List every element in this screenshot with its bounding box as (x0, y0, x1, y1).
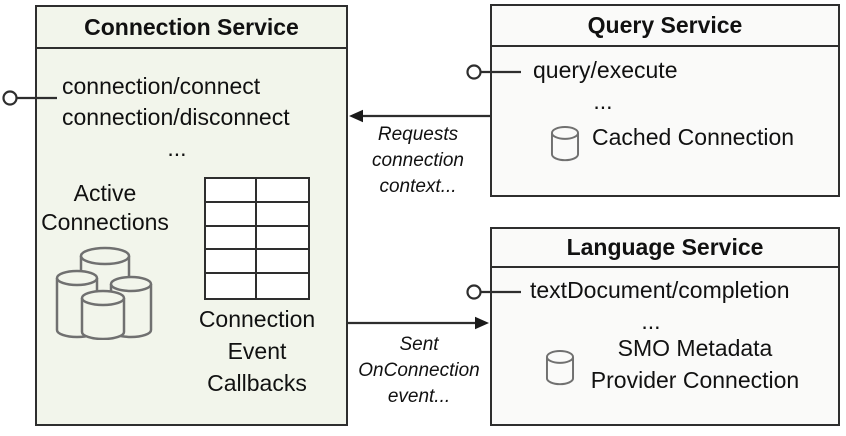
table-cell (257, 227, 308, 251)
query-service-methods: query/execute ... (533, 55, 678, 117)
methods-ellipsis: ... (641, 308, 661, 334)
connection-service-methods: connection/connect connection/disconnect… (62, 71, 292, 164)
table-cell (206, 250, 257, 275)
requests-arrow (349, 109, 490, 123)
sent-onconnection-event-label: Sent OnConnection event... (358, 334, 480, 407)
cached-connection-label: Cached Connection (592, 124, 795, 150)
connection-service-box: Connection Service connection/connect co… (35, 5, 348, 426)
method-connection-connect: connection/connect (62, 73, 261, 99)
query-service-box: Query Service query/execute ... Cached C… (490, 4, 840, 197)
language-service-title: Language Service (492, 229, 838, 268)
connection-service-title: Connection Service (37, 7, 346, 49)
callback-table-icon (204, 177, 310, 300)
cylinder-front (80, 289, 126, 340)
table-cell (257, 250, 308, 275)
methods-ellipsis: ... (167, 135, 187, 161)
table-cell (206, 226, 257, 251)
requests-connection-context-label: Requests connection context... (372, 124, 464, 197)
table-cell (206, 179, 257, 203)
method-connection-disconnect: connection/disconnect (62, 104, 290, 130)
smo-metadata-provider-label: SMO Metadata Provider Connection (590, 335, 800, 393)
language-service-box: Language Service textDocument/completion… (490, 227, 840, 426)
database-cluster-icon (55, 246, 153, 340)
onconnection-arrow (348, 316, 489, 330)
table-cell (206, 202, 257, 227)
methods-ellipsis: ... (593, 88, 613, 114)
table-cell (257, 203, 308, 227)
table-cell (206, 274, 257, 298)
table-cell (257, 179, 308, 203)
language-service-methods: textDocument/completion ... (530, 275, 790, 337)
table-cell (257, 274, 308, 298)
query-service-title: Query Service (492, 6, 838, 47)
database-icon (545, 350, 575, 386)
active-connections-label: Active Connections (41, 180, 169, 235)
connection-event-callbacks-label: Connection Event Callbacks (198, 306, 316, 396)
method-query-execute: query/execute (533, 57, 678, 83)
database-icon (550, 126, 580, 162)
method-textdocument-completion: textDocument/completion (530, 277, 790, 303)
